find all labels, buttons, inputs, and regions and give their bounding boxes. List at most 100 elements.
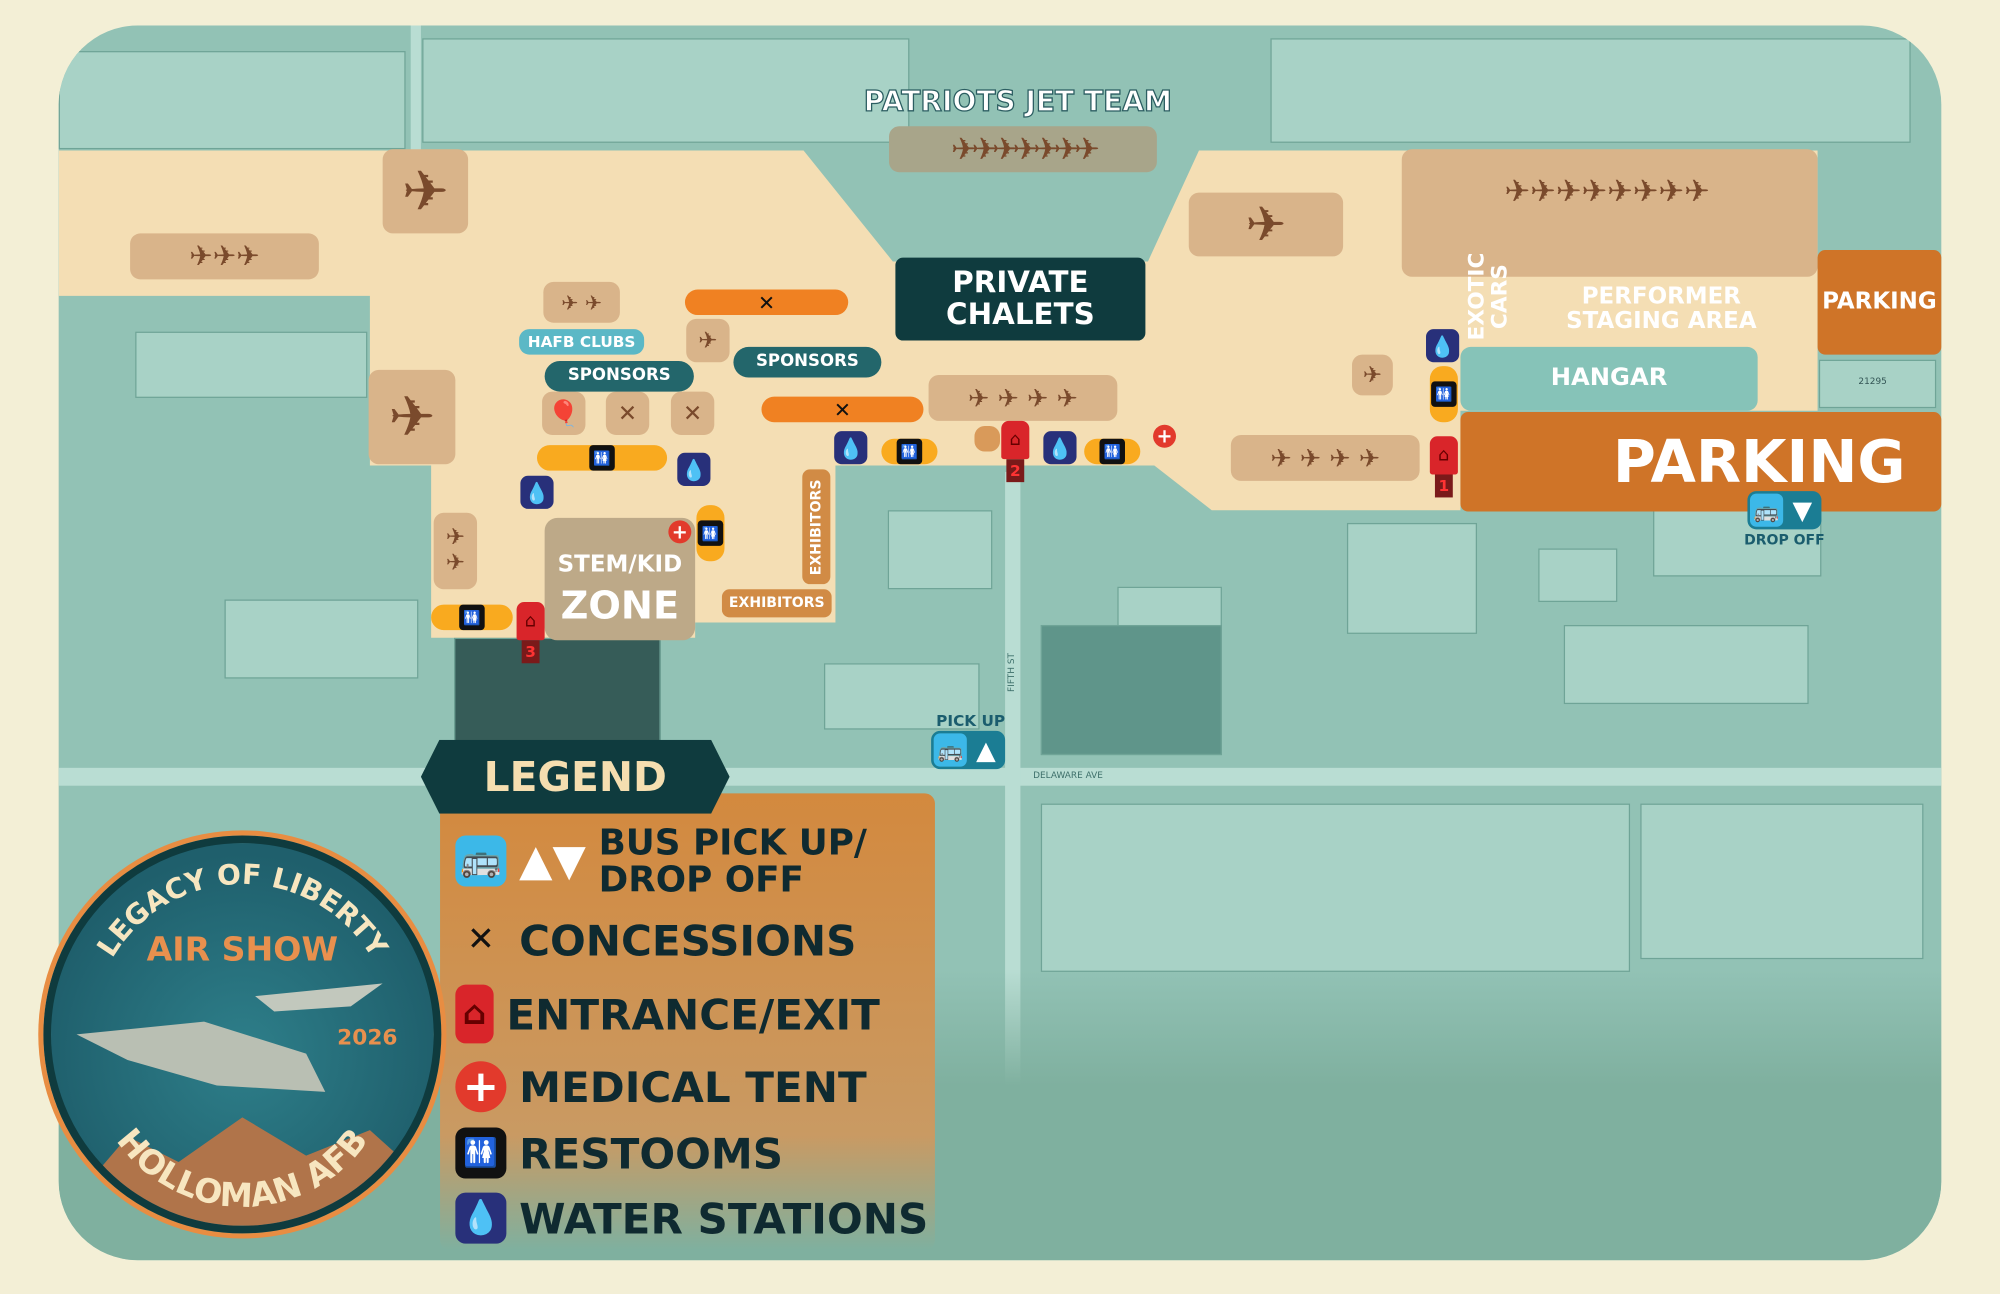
stem-kid-label: STEM/KID	[557, 551, 683, 578]
sponsors-right[interactable]: SPONSORS	[733, 346, 882, 378]
medical-tent-icon[interactable]: +	[1153, 424, 1177, 448]
restroom[interactable]: 🚻	[696, 505, 725, 562]
aircraft-display-icon[interactable]: ✈	[1352, 354, 1393, 396]
aircraft-display-icon[interactable]: ✈ ✈ ✈ ✈	[1230, 434, 1420, 481]
aircraft-display-icon[interactable]: ✈✈	[433, 512, 478, 590]
entrance-gate-icon: ⌂	[516, 602, 545, 641]
medical-cross-icon: +	[455, 1061, 507, 1113]
legend-label: BUS PICK UP/ DROP OFF	[598, 823, 867, 902]
stem-kid-zone[interactable]: STEM/KID ZONE	[544, 517, 696, 641]
drop-off-label: DROP OFF	[1744, 531, 1825, 549]
triangle-down-icon: ▼	[1792, 494, 1813, 526]
restroom[interactable]: 🚻	[881, 438, 938, 465]
hot-air-balloon-icon[interactable]: 🎈	[542, 391, 586, 435]
aircraft-display-icon[interactable]: ✈ ✈ ✈ ✈	[928, 374, 1118, 421]
logo-line2: AIR SHOW	[147, 929, 338, 968]
exhibitors-vertical[interactable]: EXHIBITORS	[802, 469, 831, 585]
legend-item-entrance: ⌂ENTRANCE/EXIT	[455, 984, 880, 1044]
street-label-fifth-st: FIFTH ST	[1006, 653, 1017, 692]
building	[135, 331, 368, 398]
aircraft-display-icon[interactable]: ✈✈✈	[130, 233, 319, 280]
entrance-gate-icon: ⌂	[455, 984, 494, 1044]
water-station-icon[interactable]: 💧	[1043, 431, 1077, 465]
building	[58, 51, 406, 150]
medical-tent-icon[interactable]: +	[668, 520, 692, 544]
building	[422, 38, 910, 143]
entrance-gate-1[interactable]: ⌂1	[1429, 436, 1458, 498]
aircraft-display-icon[interactable]: ✈	[368, 369, 456, 465]
building-number: 21295	[1858, 376, 1887, 387]
fork-knife-icon: ✕	[758, 290, 776, 315]
performer-staging-area[interactable]	[1401, 149, 1818, 277]
legend-item-restrooms: 🚻RESTOOMS	[455, 1127, 783, 1179]
bus-drop-off-stop[interactable]: 🚌▼	[1747, 491, 1822, 530]
private-chalets[interactable]: PRIVATE CHALETS	[895, 257, 1146, 341]
bus-icon: 🚌	[933, 733, 967, 767]
water-station-icon[interactable]: 💧	[1426, 329, 1460, 363]
zone-label: ZONE	[560, 584, 680, 629]
legend-label-line2: DROP OFF	[598, 858, 804, 902]
hangar[interactable]: HANGAR	[1460, 346, 1758, 411]
restroom[interactable]: 🚻	[536, 445, 668, 471]
restroom[interactable]: 🚻	[1429, 366, 1458, 423]
logo-artwork: LEGACY OF LIBERTY AIR SHOW 2026 HOLLOMAN…	[51, 858, 434, 1226]
legend-label: MEDICAL TENT	[519, 1061, 867, 1112]
restroom-icon: 🚻	[455, 1127, 507, 1179]
restroom[interactable]: 🚻	[1084, 438, 1141, 465]
building	[1563, 624, 1809, 705]
helicopter-icon[interactable]: ✕	[605, 391, 650, 435]
helicopter-icon[interactable]: ✕	[670, 391, 715, 435]
aircraft-display-icon[interactable]: ✈	[382, 149, 469, 234]
bus-pick-up-stop[interactable]: 🚌▲	[931, 730, 1006, 770]
restroom-icon: 🚻	[1431, 381, 1457, 407]
legend-item-medical: +MEDICAL TENT	[455, 1061, 867, 1113]
parking-area-small[interactable]: PARKING	[1817, 249, 1942, 355]
entrance-gate-3[interactable]: ⌂3	[516, 602, 545, 664]
gate-number: 2	[1006, 459, 1025, 483]
exotic-cars-label[interactable]: EXOTIC CARS	[1464, 253, 1513, 342]
building	[224, 599, 419, 679]
display-marker	[974, 426, 1000, 452]
building	[1270, 38, 1911, 143]
building	[1640, 803, 1924, 960]
building	[887, 510, 993, 590]
hafb-clubs[interactable]: HAFB CLUBS	[519, 329, 645, 355]
restroom-icon: 🚻	[896, 438, 923, 465]
exhibitors-horizontal[interactable]: EXHIBITORS	[721, 589, 832, 618]
jet-team-formation: ✈✈✈✈✈✈✈	[889, 126, 1157, 173]
water-drop-icon: 💧	[455, 1192, 507, 1244]
patriots-jet-team-label: PATRIOTS JET TEAM	[863, 87, 1172, 120]
entrance-gate-icon: ⌂	[1429, 436, 1458, 475]
triangle-up-icon: ▲	[976, 734, 996, 766]
concessions-stand[interactable]: ✕	[684, 289, 849, 316]
aircraft-display-icon[interactable]: ✈	[1188, 192, 1344, 257]
building	[1346, 522, 1478, 634]
legend-label: WATER STATIONS	[519, 1193, 929, 1243]
bus-icon: 🚌	[1749, 493, 1784, 527]
legend-title: LEGEND	[420, 739, 730, 814]
concessions-stand[interactable]: ✕	[761, 396, 924, 423]
logo-year: 2026	[337, 1026, 397, 1051]
road	[410, 25, 421, 166]
fork-knife-icon: ✕	[466, 920, 495, 960]
aircraft-display-icon[interactable]: ✈	[686, 318, 730, 363]
legend-label: CONCESSIONS	[519, 915, 857, 965]
legend-panel: 🚌 ▲▼ BUS PICK UP/ DROP OFF ✕CONCESSIONS …	[440, 793, 935, 1250]
legend-item-concessions: ✕ CONCESSIONS	[455, 915, 856, 966]
water-station-icon[interactable]: 💧	[677, 452, 711, 486]
performer-staging-area-label[interactable]: PERFORMER STAGING AREA	[1566, 283, 1757, 335]
performer-aircraft-icon: ✈✈✈✈✈✈✈✈	[1504, 173, 1710, 210]
sponsors-left[interactable]: SPONSORS	[544, 360, 694, 392]
parking-area-large[interactable]: PARKING	[1460, 411, 1942, 512]
water-station-icon[interactable]: 💧	[520, 475, 554, 509]
jet-illustration	[76, 983, 383, 1092]
aircraft-display-icon[interactable]: ✈ ✈	[543, 281, 620, 323]
legend-item-bus: 🚌 ▲▼ BUS PICK UP/ DROP OFF	[455, 823, 867, 902]
building	[823, 663, 980, 730]
restroom-icon: 🚻	[697, 520, 724, 546]
street-label-delaware-ave: DELAWARE AVE	[1033, 770, 1103, 781]
entrance-gate-2[interactable]: ⌂2	[1001, 420, 1030, 483]
water-station-icon[interactable]: 💧	[834, 431, 868, 465]
restroom-icon: 🚻	[459, 604, 485, 631]
restroom[interactable]: 🚻	[431, 604, 513, 631]
